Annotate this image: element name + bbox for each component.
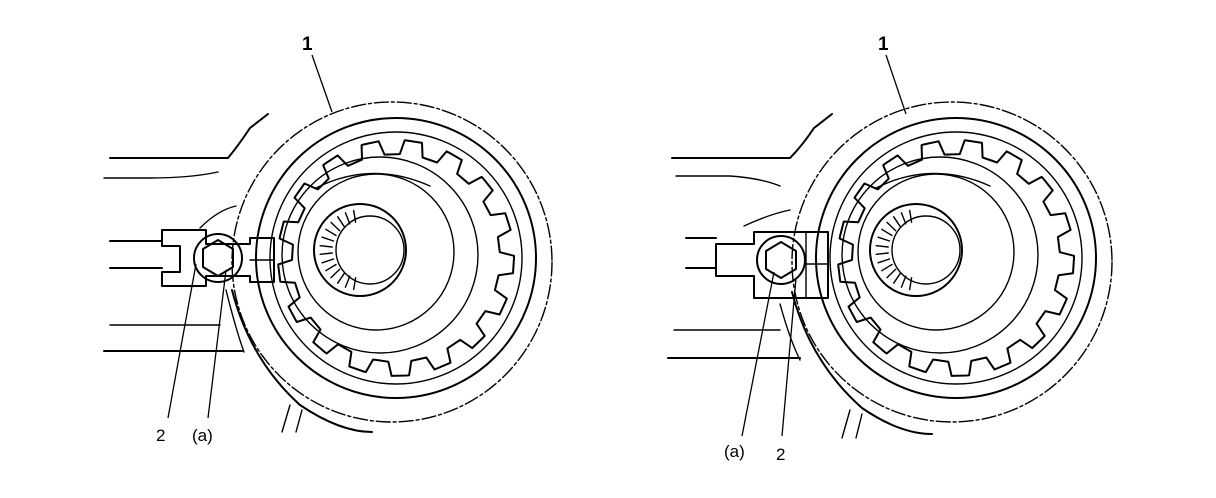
right-diagram: 1 (a) 2 [667, 34, 1113, 464]
right-rotor-outer [841, 156, 1039, 354]
spline-tooth [337, 216, 346, 228]
spline-tooth [893, 216, 902, 228]
spline-tooth [321, 258, 335, 264]
spline-tooth [909, 277, 913, 291]
spline-tooth [353, 209, 357, 224]
left-bracket [161, 229, 275, 287]
left-shaft-bore [313, 203, 407, 297]
right-leader-2 [781, 277, 797, 437]
spline-tooth [877, 236, 891, 242]
spline-tooth [877, 258, 891, 264]
right-shaft-bore [869, 203, 963, 297]
left-callout-2: 2 [156, 426, 165, 445]
left-shaft-collar [335, 215, 405, 285]
right-leader-1 [885, 54, 907, 115]
left-gear-inner-ring [269, 131, 523, 385]
right-housing-lines [667, 113, 833, 361]
left-gear-teeth [277, 139, 515, 377]
right-gear-teeth [837, 139, 1075, 377]
right-bracket [715, 231, 829, 299]
spline-tooth [886, 268, 897, 279]
spline-tooth [319, 252, 333, 256]
left-leader-a [207, 269, 227, 419]
right-rotor-ring [857, 173, 1015, 331]
left-bolt-2 [193, 233, 243, 283]
left-diagram: 1 2 (a) [103, 34, 553, 445]
spline-tooth [886, 221, 897, 232]
right-gear-outer-ring [815, 117, 1097, 399]
spline-tooth [344, 275, 351, 288]
right-gear-inner-ring [829, 131, 1083, 385]
right-shaft-splines [875, 209, 913, 291]
spline-tooth [325, 263, 337, 272]
spline-tooth [353, 277, 357, 291]
spline-tooth [330, 221, 341, 232]
spline-tooth [875, 252, 889, 256]
gear-tooth-profile [277, 139, 515, 377]
right-callout-1: 1 [878, 34, 889, 55]
left-leader-1 [311, 54, 333, 113]
spline-tooth [325, 228, 337, 237]
spline-tooth [909, 209, 913, 224]
left-gear-outer-ring [255, 117, 537, 399]
spline-tooth [319, 244, 333, 248]
left-housing-shoulder [231, 289, 373, 433]
left-rotor-ring [297, 173, 455, 331]
left-rotor-outer [281, 156, 479, 354]
spline-tooth [344, 212, 351, 225]
right-leader-a [741, 271, 775, 437]
right-callout-2: 2 [776, 445, 785, 464]
right-bolt-a [756, 235, 806, 285]
spline-tooth [875, 244, 889, 248]
spline-tooth [330, 268, 341, 279]
spline-tooth [893, 272, 902, 284]
spline-tooth [881, 263, 893, 272]
gear-tooth-profile [837, 139, 1075, 377]
left-shaft-splines [319, 209, 357, 291]
right-shaft-collar [891, 215, 961, 285]
right-outer-housing [791, 101, 1113, 423]
right-callout-a: (a) [724, 442, 745, 461]
right-housing-shoulder [791, 291, 933, 435]
spline-tooth [900, 275, 907, 288]
spline-tooth [881, 228, 893, 237]
left-housing-lines [103, 113, 269, 353]
spline-tooth [321, 236, 335, 242]
left-callout-1: 1 [302, 34, 313, 55]
left-callout-a: (a) [192, 426, 213, 445]
spline-tooth [900, 212, 907, 225]
left-leader-2 [167, 263, 197, 419]
spline-tooth [337, 272, 346, 284]
